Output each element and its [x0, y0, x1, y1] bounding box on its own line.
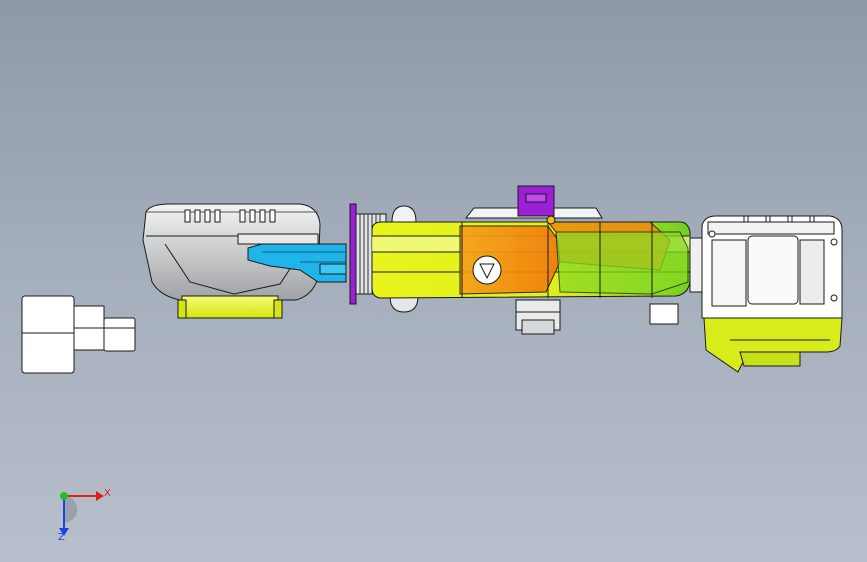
base-housing-part[interactable]: [142, 203, 321, 319]
end-fitting-part[interactable]: [21, 295, 136, 374]
cyan-link-part[interactable]: [247, 243, 347, 283]
z-axis-label: Z: [58, 532, 65, 543]
wrist-housing-part[interactable]: [689, 215, 843, 373]
x-axis-label: X: [104, 488, 111, 499]
coordinate-triad: X Z: [44, 478, 114, 548]
triad-axes-icon: [59, 491, 104, 536]
upper-arm-part[interactable]: [371, 185, 691, 335]
